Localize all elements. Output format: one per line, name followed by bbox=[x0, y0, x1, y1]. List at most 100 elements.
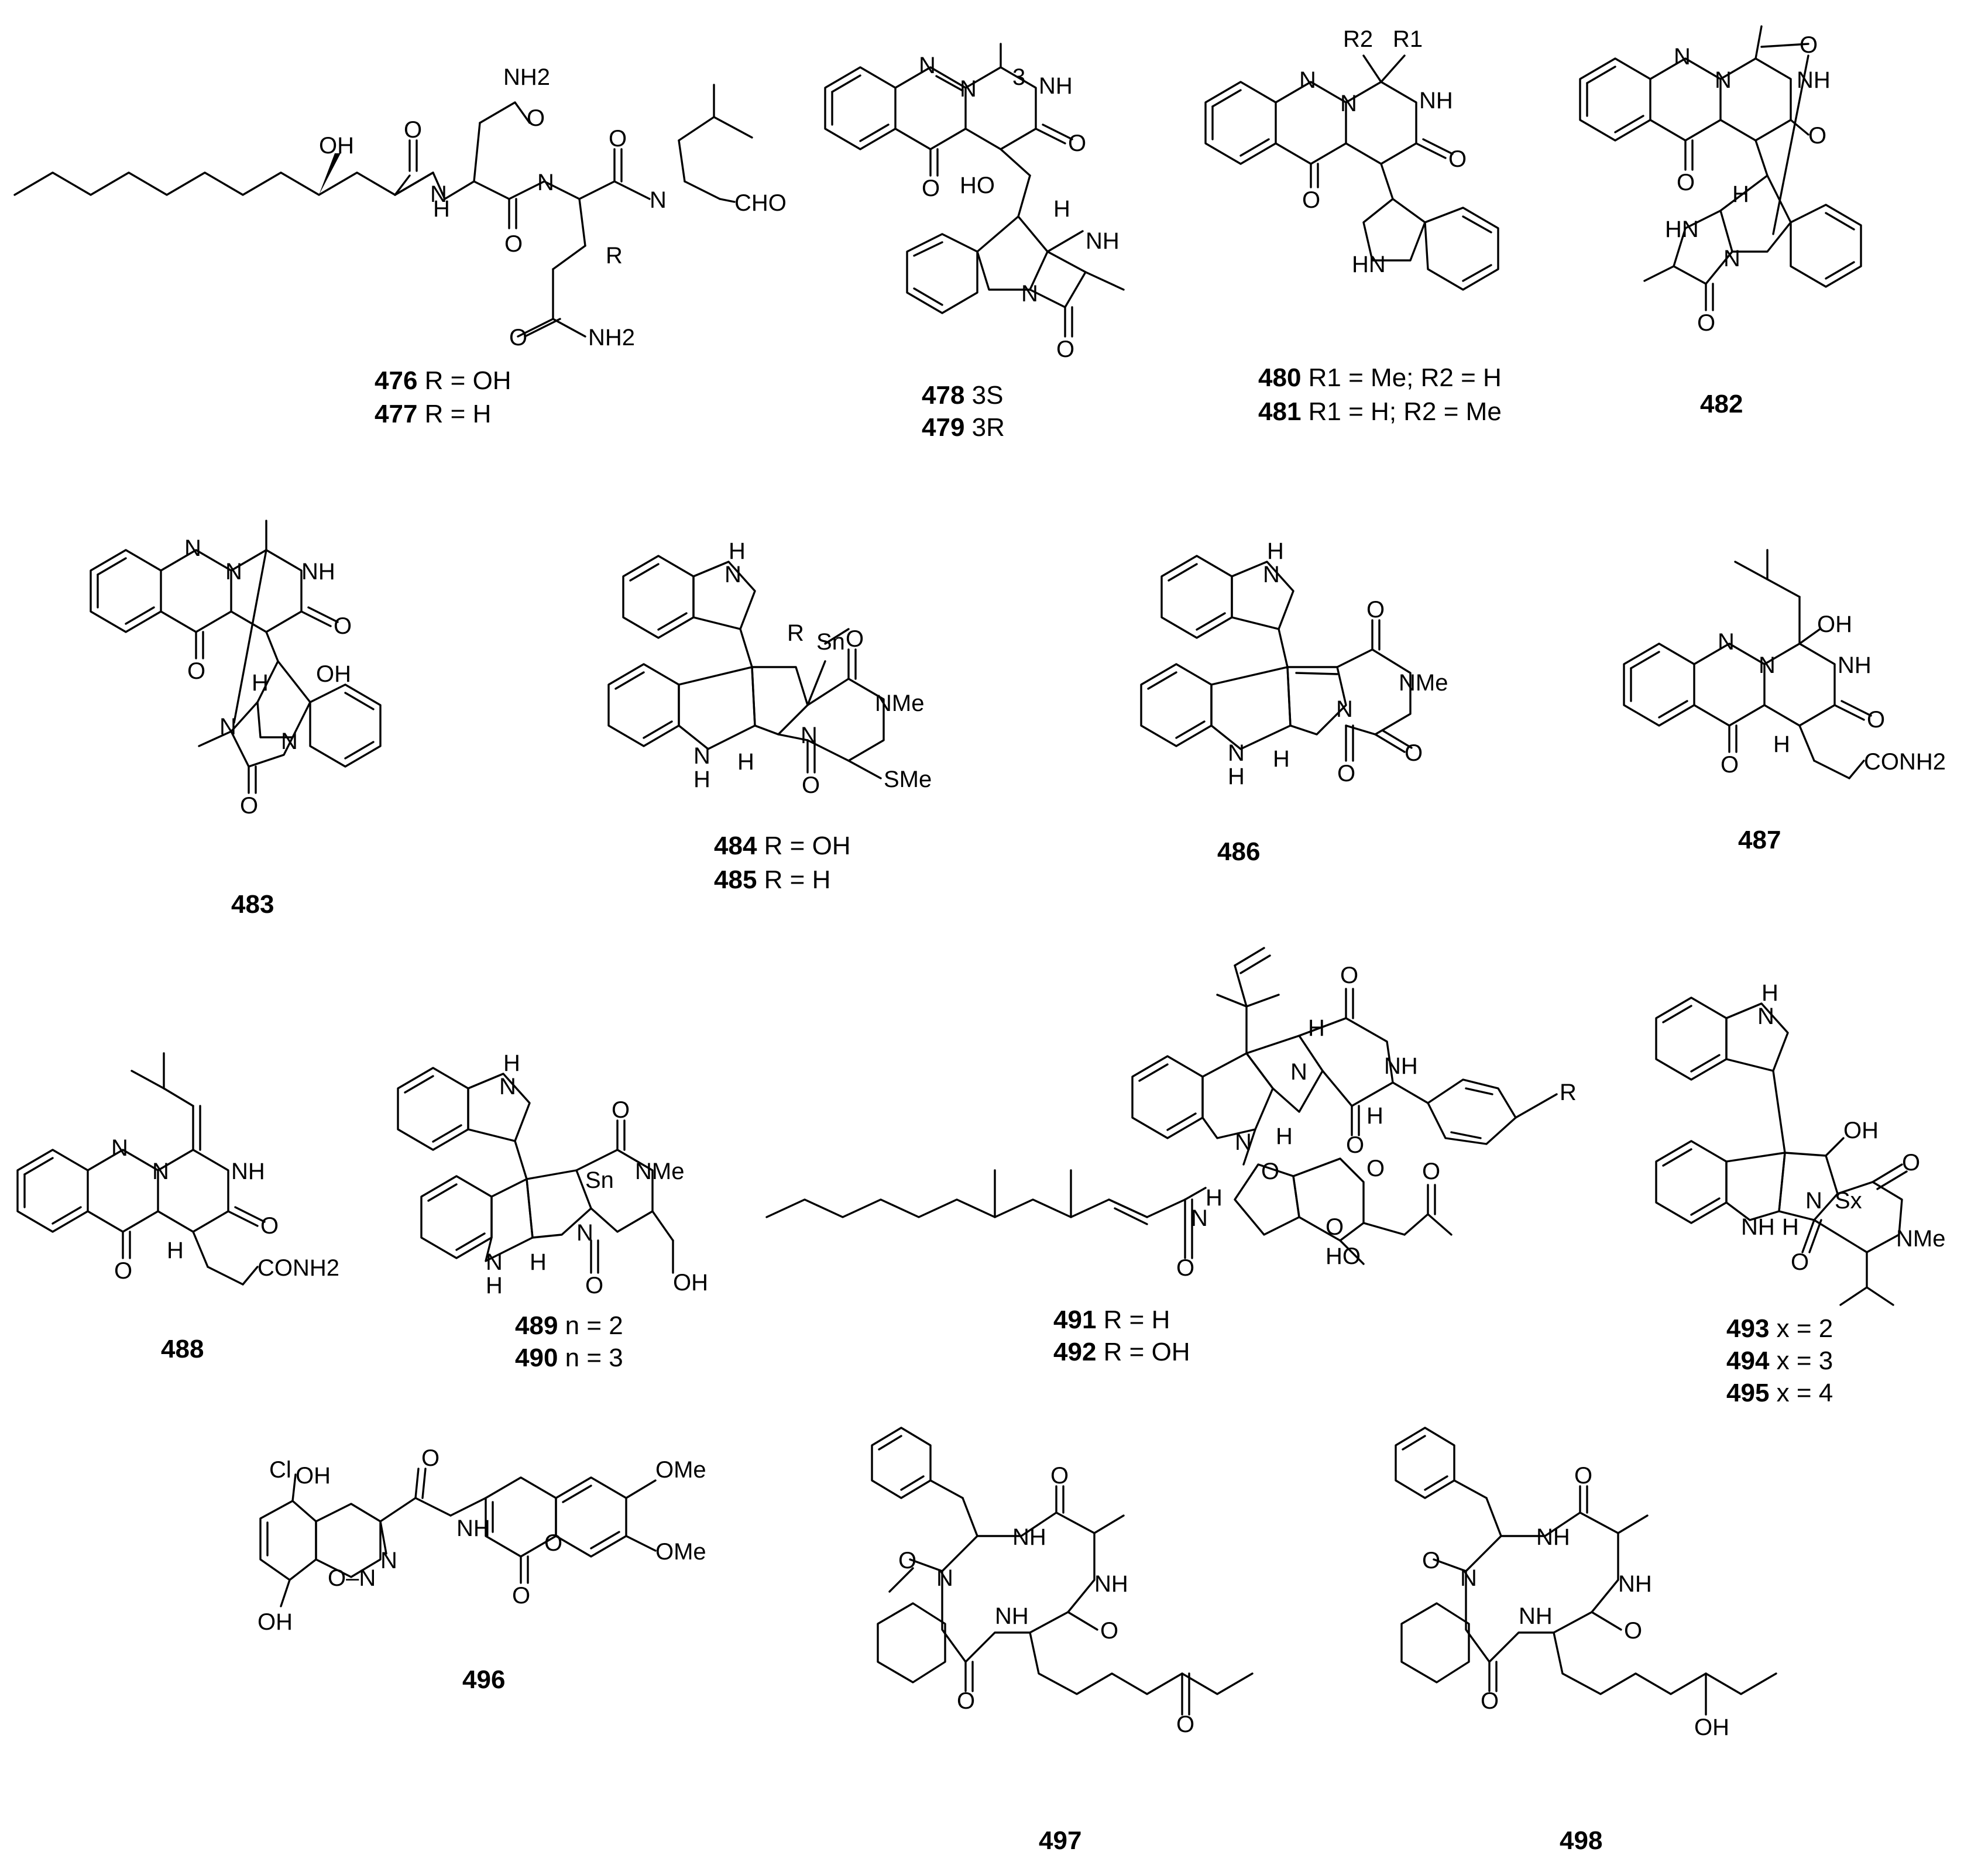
atom-h: H bbox=[530, 1249, 547, 1275]
atom-n: N bbox=[499, 1074, 516, 1100]
atom-o: O bbox=[1624, 1618, 1642, 1644]
atom-h: H bbox=[1366, 1103, 1383, 1129]
label-494: 494 x = 3 bbox=[1726, 1346, 1833, 1375]
atom-o: O bbox=[1176, 1712, 1194, 1737]
atom-o: O bbox=[1422, 1159, 1440, 1184]
label-485: 485 R = H bbox=[714, 865, 830, 894]
atom-hn: HN bbox=[1665, 217, 1699, 242]
atom-nh: NH bbox=[1838, 652, 1872, 678]
atom-o: O bbox=[957, 1688, 975, 1714]
atom-h: H bbox=[729, 538, 746, 564]
structure-482: N N O O NH O H HN N O 482 bbox=[1579, 25, 1862, 418]
atom-nh: NH bbox=[1384, 1053, 1418, 1079]
atom-n: N bbox=[1715, 67, 1732, 93]
atom-n: N bbox=[537, 170, 554, 195]
atom-ome: OMe bbox=[655, 1539, 706, 1565]
atom-ho: HO bbox=[1326, 1243, 1361, 1269]
atom-o: O bbox=[1050, 1463, 1069, 1489]
label-482: 482 bbox=[1700, 390, 1743, 418]
atom-on: O–N bbox=[328, 1565, 376, 1591]
atom-o: O bbox=[1340, 963, 1358, 988]
structure-488: N N O NH O H CONH2 488 bbox=[16, 1052, 339, 1363]
atom-n: N bbox=[1340, 91, 1357, 116]
atom-n: N bbox=[1191, 1205, 1208, 1231]
atom-nh: NH bbox=[1094, 1571, 1128, 1597]
atom-o: O bbox=[1366, 1156, 1385, 1181]
atom-n: N bbox=[1805, 1188, 1822, 1214]
atom-s: Sn bbox=[816, 629, 845, 655]
atom-h: H bbox=[1308, 1015, 1325, 1041]
atom-n: N bbox=[1757, 1004, 1774, 1029]
atom-conh2: CONH2 bbox=[1864, 749, 1946, 775]
atom-n: N bbox=[936, 1565, 953, 1591]
atom-nh2: NH2 bbox=[588, 325, 635, 351]
atom-o: O bbox=[1867, 707, 1885, 733]
atom-oh: OH bbox=[1817, 611, 1852, 637]
atom-o: O bbox=[1791, 1249, 1809, 1275]
atom-nh: NH bbox=[1741, 1214, 1775, 1240]
atom-n: N bbox=[380, 1548, 397, 1573]
atom-hn: HN bbox=[1352, 252, 1386, 277]
atom-r: R bbox=[1560, 1080, 1577, 1105]
atom-o: O bbox=[1800, 32, 1818, 58]
atom-o: O bbox=[1100, 1618, 1118, 1644]
atom-o: O bbox=[1261, 1159, 1279, 1184]
atom-o: O bbox=[802, 772, 820, 798]
label-489: 489 n = 2 bbox=[515, 1311, 623, 1340]
atom-o: O bbox=[1481, 1688, 1499, 1714]
atom-nme: NMe bbox=[1399, 670, 1448, 696]
atom-h: H bbox=[503, 1050, 520, 1076]
atom-cl: Cl bbox=[269, 1457, 291, 1483]
atom-n: N bbox=[1263, 562, 1280, 587]
atom-nh: NH bbox=[1797, 67, 1831, 93]
structure-484-485: H N R Sn O NMe N N H H O SMe 484 R = OH … bbox=[607, 538, 932, 894]
atom-oh: OH bbox=[319, 133, 354, 159]
atom-o: O bbox=[1346, 1132, 1364, 1158]
atom-n: N bbox=[1235, 1129, 1252, 1155]
atom-n: N bbox=[650, 187, 667, 213]
atom-o: O bbox=[504, 231, 523, 257]
atom-r2: R2 bbox=[1343, 26, 1373, 52]
atom-o: O bbox=[585, 1273, 603, 1298]
label-490: 490 n = 3 bbox=[515, 1344, 623, 1372]
atom-ome: OMe bbox=[655, 1457, 706, 1483]
atom-h: H bbox=[1267, 538, 1284, 564]
atom-n: N bbox=[281, 729, 298, 754]
atom-o: O bbox=[1808, 123, 1826, 149]
structure-487: N N O OH NH O H CONH2 487 bbox=[1623, 549, 1946, 854]
atom-o: O bbox=[1176, 1255, 1194, 1281]
atom-o: O bbox=[1326, 1214, 1344, 1240]
atom-conh2: CONH2 bbox=[257, 1255, 339, 1281]
atom-o: O bbox=[509, 325, 527, 351]
label-476: 476 R = OH bbox=[375, 366, 511, 395]
label-488: 488 bbox=[161, 1335, 204, 1363]
atom-ho: HO bbox=[960, 173, 995, 198]
atom-o: O bbox=[1902, 1150, 1920, 1176]
structure-497: O N NH O NH O NH O O 497 bbox=[871, 1427, 1254, 1855]
atom-r: R bbox=[606, 243, 623, 269]
atom-o: O bbox=[1448, 146, 1467, 172]
atom-o: O bbox=[1422, 1548, 1440, 1573]
atom-nh: NH bbox=[1519, 1603, 1553, 1629]
label-491: 491 R = H bbox=[1053, 1305, 1170, 1334]
label-496: 496 bbox=[462, 1665, 505, 1694]
atom-h: H bbox=[1782, 1214, 1799, 1240]
atom-o: O bbox=[1366, 597, 1385, 623]
atom-n: N bbox=[152, 1159, 169, 1184]
atom-n: N bbox=[111, 1135, 128, 1161]
structure-496: Cl OH O NH N O–N OH O O OMe OMe 496 bbox=[257, 1445, 706, 1694]
atom-num3: 3 bbox=[1012, 64, 1025, 90]
atom-n: N bbox=[724, 562, 741, 587]
label-492: 492 R = OH bbox=[1053, 1338, 1190, 1366]
label-480: 480 R1 = Me; R2 = H bbox=[1258, 363, 1502, 392]
atom-nh: NH bbox=[1618, 1571, 1652, 1597]
atom-h: H bbox=[1761, 980, 1778, 1006]
atom-nh: NH bbox=[301, 559, 335, 585]
label-484: 484 R = OH bbox=[714, 832, 851, 860]
atom-o: O bbox=[421, 1445, 439, 1471]
atom-o: O bbox=[544, 1530, 562, 1556]
atom-o: O bbox=[512, 1583, 530, 1609]
atom-h: H bbox=[1773, 731, 1790, 757]
structure-478-479: N N O 3 NH O HO H NH N O 478 3S 479 3R bbox=[824, 43, 1125, 442]
